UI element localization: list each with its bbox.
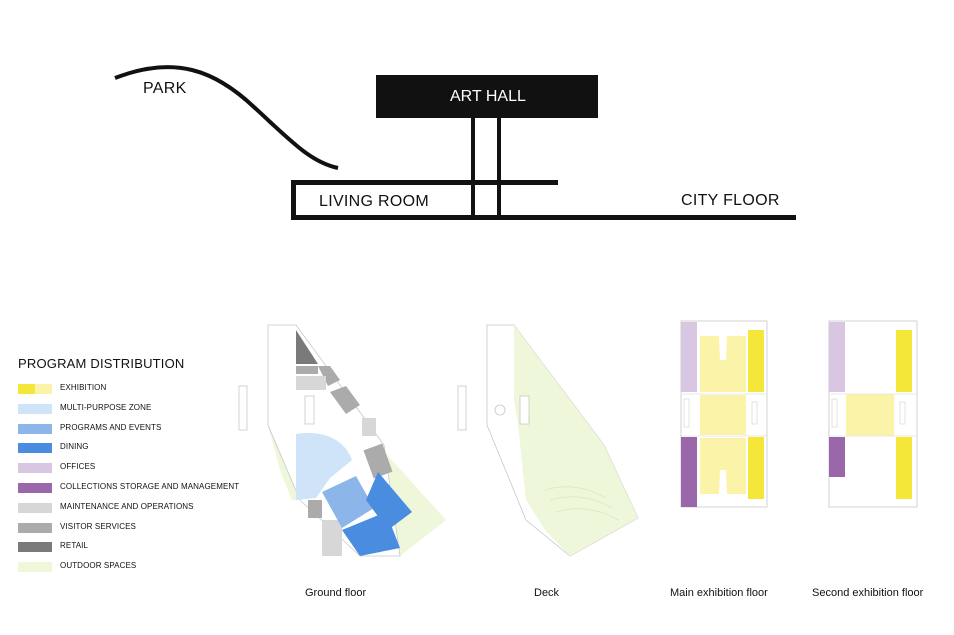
ground-floor-visitor-a: [296, 366, 318, 374]
deck-plan: [457, 324, 639, 557]
legend-swatch: [18, 522, 52, 533]
main-exhibition-plan: [680, 320, 768, 508]
legend-label: MULTI-PURPOSE ZONE: [60, 402, 152, 412]
art-hall-label: ART HALL: [450, 88, 526, 105]
deck-stair: [494, 404, 506, 416]
ground-floor-plan: [238, 324, 446, 557]
legend-label: OFFICES: [60, 462, 96, 472]
second-exhibition-core-left: [831, 398, 838, 428]
park-label: PARK: [143, 80, 187, 97]
living-room-roof: [291, 180, 558, 185]
main-exhibition-offices: [681, 322, 697, 392]
city-floor-line: [291, 215, 796, 220]
ground-floor-core: [304, 395, 315, 425]
second-exhibition-offices: [829, 322, 845, 392]
legend-label: COLLECTIONS STORAGE AND MANAGEMENT: [60, 481, 240, 491]
art-hall-column-left: [471, 118, 475, 217]
main-exhibition-notch-bottom: [719, 470, 727, 494]
main-exhibition-band-right-top: [748, 330, 764, 392]
legend-swatch: [18, 482, 52, 493]
deck-core: [519, 395, 530, 425]
main-exhibition-soft-mid: [700, 395, 746, 435]
deck-side-rect: [457, 385, 467, 431]
legend-label: OUTDOOR SPACES: [60, 561, 137, 571]
second-exhibition-band-top: [896, 330, 912, 392]
legend-label: VISITOR SERVICES: [60, 521, 136, 531]
ground-floor-programs: [322, 476, 374, 528]
deck-outdoor: [514, 325, 638, 556]
second-exhibition-soft-mid: [846, 394, 894, 436]
ground-floor-maint-a: [296, 376, 326, 390]
ground-floor-side-rect: [238, 385, 248, 431]
ground-floor-multipurpose: [296, 433, 352, 500]
living-room-label: LIVING ROOM: [319, 193, 429, 210]
legend-swatch: [18, 423, 52, 434]
main-exhibition-core-right: [751, 401, 758, 425]
caption-second-exhibition-floor: Second exhibition floor: [812, 587, 924, 599]
living-room-wall: [291, 180, 296, 220]
main-exhibition-storage: [681, 437, 697, 507]
caption-ground-floor: Ground floor: [305, 587, 367, 599]
deck-contour-1: [544, 486, 607, 499]
main-exhibition-notch-top: [719, 336, 727, 360]
ground-floor-visitor-c: [330, 386, 360, 414]
caption-main-exhibition-floor: Main exhibition floor: [670, 587, 768, 599]
legend-swatch: [18, 403, 52, 414]
legend-label: EXHIBITION: [60, 383, 107, 392]
park-curve: [114, 65, 339, 170]
legend-swatch: [18, 562, 52, 573]
legend-label: DINING: [60, 442, 89, 452]
main-exhibition-band-right-bottom: [748, 437, 764, 499]
ground-floor-maint-d: [322, 520, 342, 556]
deck-contour-2: [549, 496, 613, 509]
ground-floor-visitor-d: [363, 443, 393, 479]
legend-swatch: [18, 502, 52, 513]
legend-swatch-exhibition: [18, 384, 52, 394]
legend-label: PROGRAMS AND EVENTS: [60, 422, 162, 432]
legend-title: PROGRAM DISTRIBUTION: [18, 356, 185, 371]
second-exhibition-core-right: [899, 401, 906, 425]
deck-contour-3: [555, 508, 619, 521]
main-exhibition-core-left: [683, 398, 690, 428]
ground-floor-dining-b: [342, 512, 400, 556]
legend-swatch: [18, 463, 52, 474]
art-hall-box: [376, 75, 598, 118]
caption-deck: Deck: [534, 587, 560, 599]
ground-floor-visitor-b: [318, 366, 340, 386]
second-exhibition-storage: [829, 437, 845, 477]
ground-floor-maint-c: [308, 500, 322, 518]
ground-floor-maint-b: [362, 418, 376, 436]
second-exhibition-plan: [828, 320, 918, 508]
legend-swatch: [18, 443, 52, 454]
city-floor-label: CITY FLOOR: [681, 192, 780, 209]
legend-swatch: [18, 542, 52, 553]
legend-label: RETAIL: [60, 541, 89, 551]
second-exhibition-band-bottom: [896, 437, 912, 499]
ground-floor-retail: [296, 330, 318, 364]
legend-label: MAINTENANCE AND OPERATIONS: [60, 501, 194, 511]
art-hall-column-right: [497, 118, 501, 217]
